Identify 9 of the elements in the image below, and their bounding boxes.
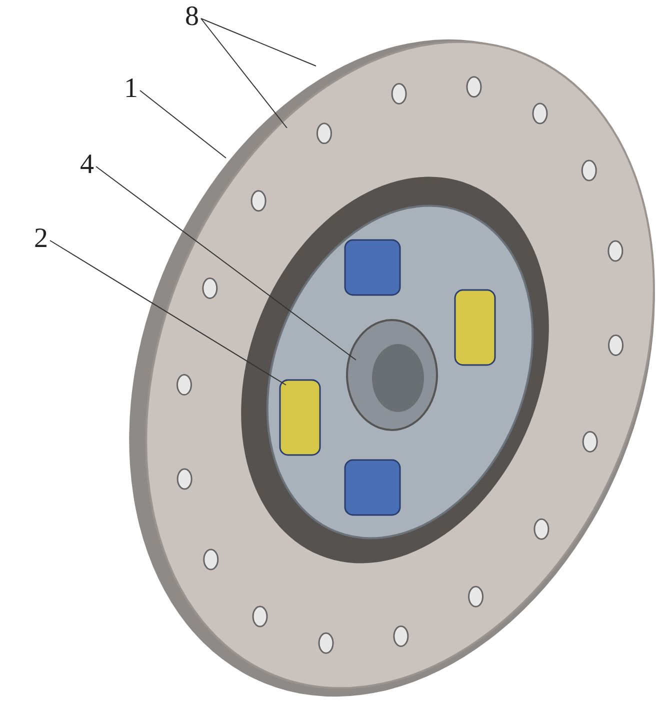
leader-line xyxy=(96,166,356,360)
leader-line xyxy=(140,90,226,158)
callout-number: 8 xyxy=(183,2,201,32)
leader-line xyxy=(200,18,316,66)
callout-number: 2 xyxy=(32,224,50,254)
callout-number: 1 xyxy=(122,74,140,104)
leader-line xyxy=(200,18,288,128)
callout-number: 4 xyxy=(78,150,96,180)
leader-line xyxy=(50,240,286,386)
